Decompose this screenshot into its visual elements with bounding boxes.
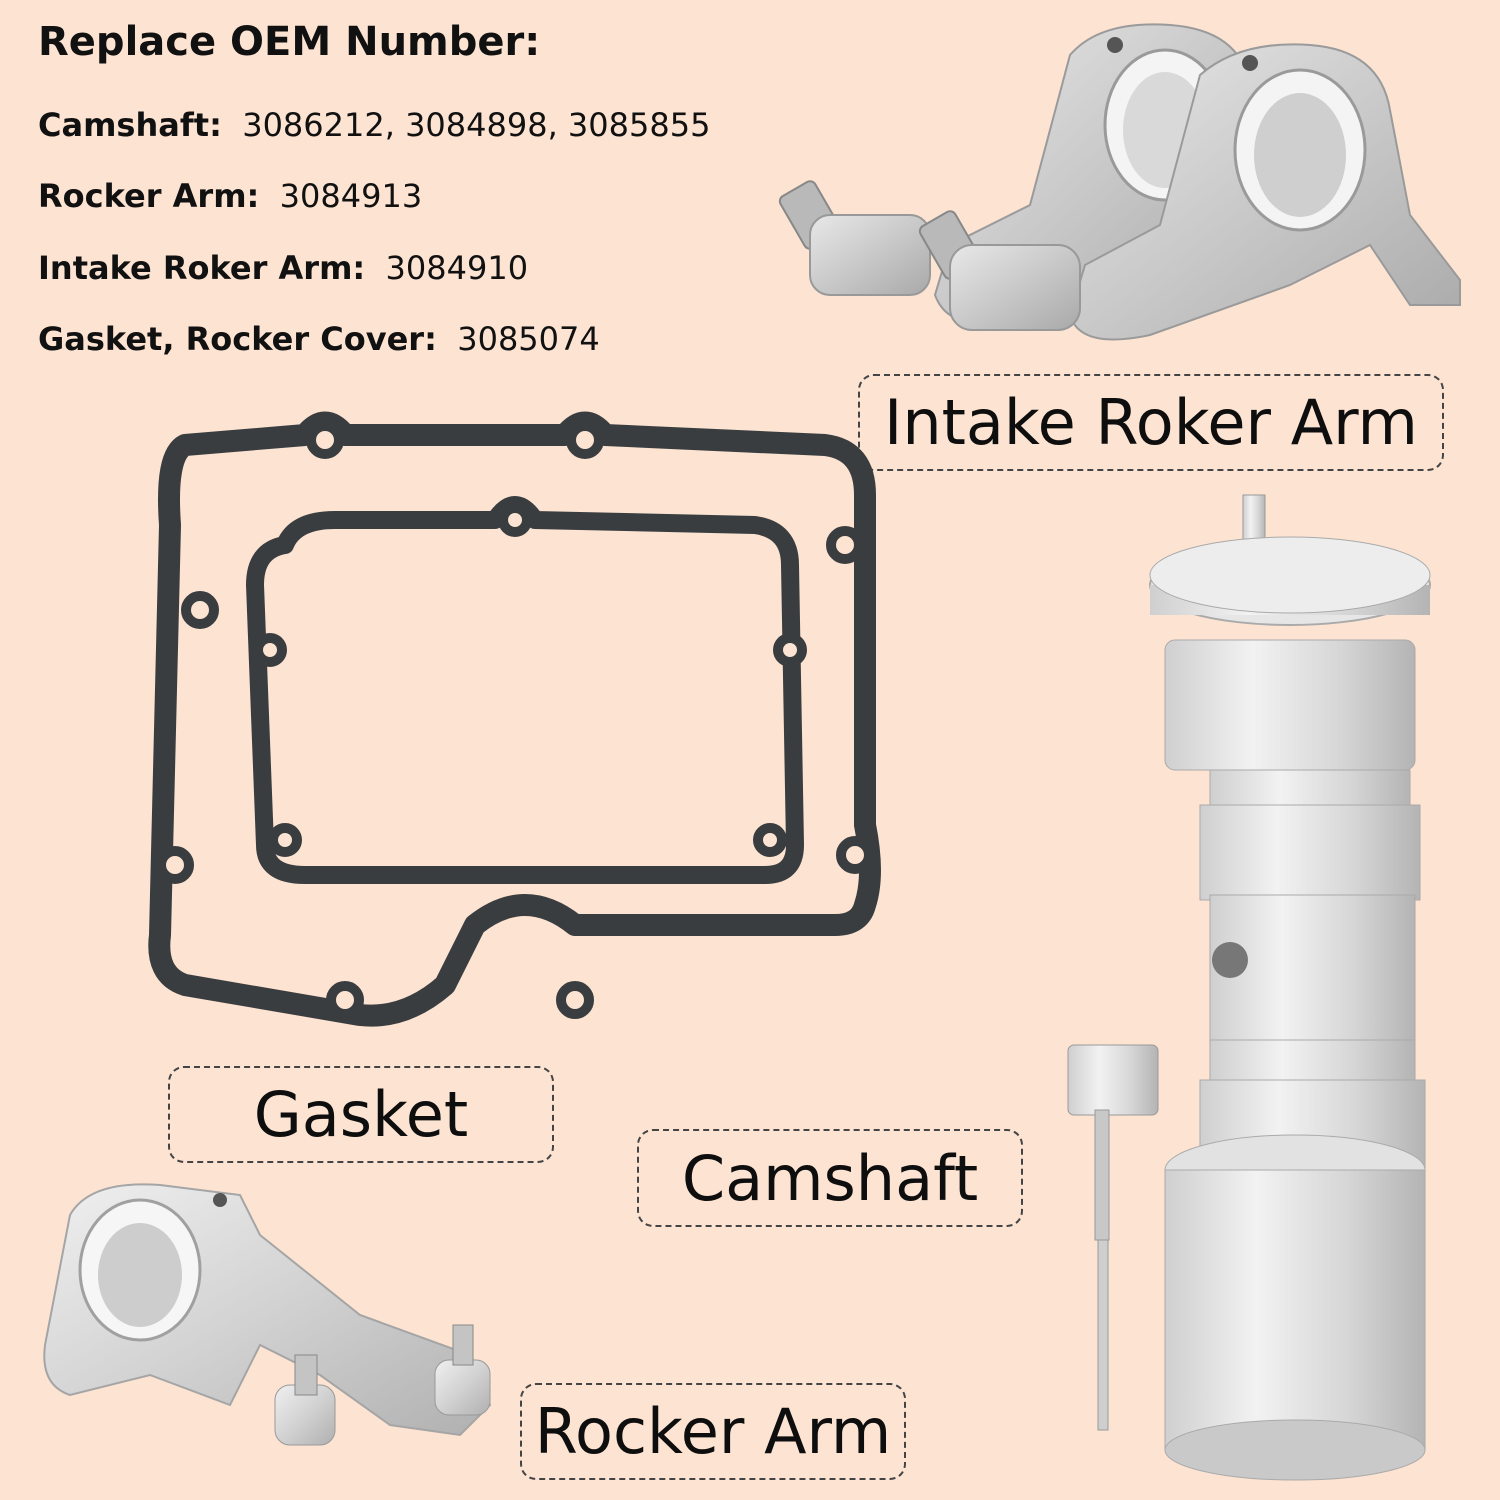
oem-row-rocker-arm: Rocker Arm: 3084913 — [38, 177, 710, 215]
oem-value: 3084913 — [279, 177, 423, 216]
oem-label: Intake Roker Arm: — [38, 248, 366, 287]
intake-rocker-arm-tag: Intake Roker Arm — [858, 374, 1444, 471]
oem-row-gasket: Gasket, Rocker Cover: 3085074 — [38, 320, 710, 358]
oem-label: Camshaft: — [38, 106, 222, 144]
oem-value: 3085074 — [457, 320, 600, 359]
oem-label: Gasket, Rocker Cover: — [38, 320, 437, 359]
oem-value: 3084910 — [385, 248, 529, 287]
gasket-tag: Gasket — [168, 1066, 554, 1163]
gasket-image — [148, 411, 881, 1027]
oem-row-intake-rocker-arm: Intake Roker Arm: 3084910 — [38, 249, 710, 287]
intake-rocker-arm-image — [778, 23, 1461, 341]
camshaft-image — [1067, 494, 1431, 1481]
rocker-arm-image — [43, 1183, 492, 1446]
oem-value: 3086212, 3084898, 3085855 — [242, 106, 711, 144]
oem-info: Replace OEM Number: Camshaft: 3086212, 3… — [38, 18, 710, 392]
oem-label: Rocker Arm: — [38, 177, 260, 216]
oem-title: Replace OEM Number: — [38, 19, 541, 65]
camshaft-tag: Camshaft — [637, 1129, 1023, 1227]
rocker-arm-tag: Rocker Arm — [520, 1383, 906, 1480]
oem-row-camshaft: Camshaft: 3086212, 3084898, 3085855 — [38, 106, 710, 144]
